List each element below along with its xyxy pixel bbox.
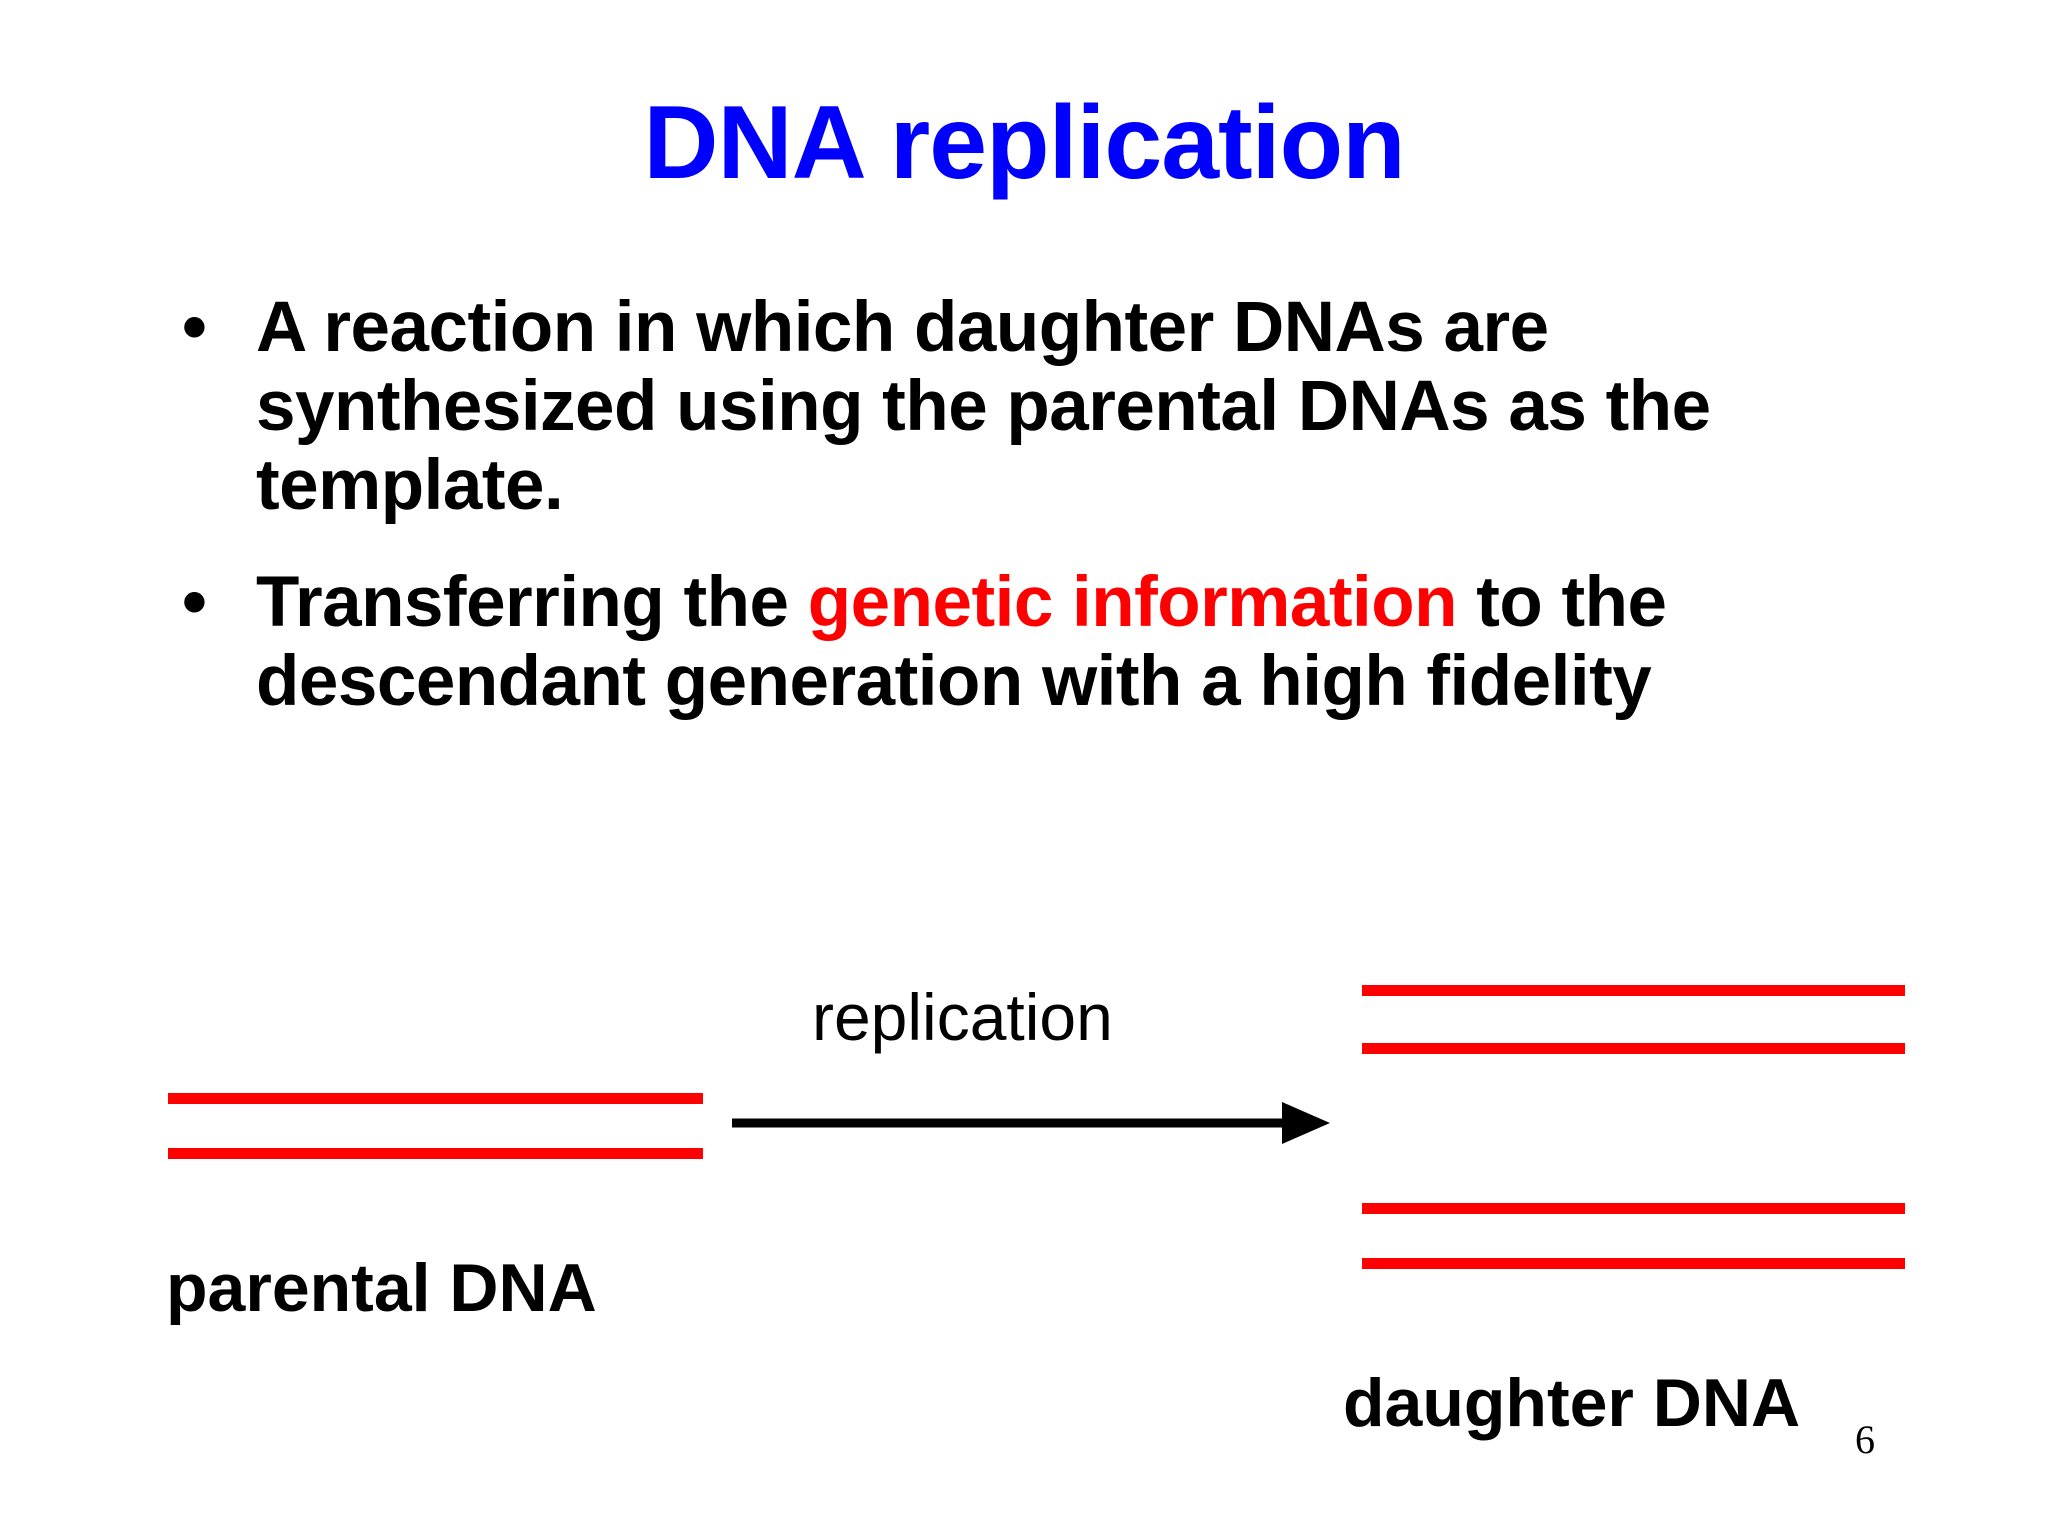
daughter-dna-2-strand-bottom: [1362, 1258, 1905, 1269]
bullet-text-2-part-1: Transferring the: [256, 563, 808, 642]
daughter-dna-1-strand-bottom: [1362, 1043, 1905, 1054]
slide-number: 6: [1855, 1417, 1875, 1462]
daughter-dna-label: daughter DNA: [1343, 1365, 1801, 1441]
bullet-list: • A reaction in which daughter DNAs are …: [168, 288, 1908, 759]
bullet-marker-icon: •: [182, 288, 207, 367]
bullet-marker-icon: •: [182, 563, 207, 642]
bullet-text-1: A reaction in which daughter DNAs are sy…: [256, 288, 1711, 525]
bullet-item-1: • A reaction in which daughter DNAs are …: [168, 288, 1908, 525]
bullet-text-2-part-2: to the descendant generation with a high…: [256, 563, 1667, 721]
daughter-dna-2-strand-top: [1362, 1203, 1905, 1214]
replication-arrow-label: replication: [812, 980, 1113, 1054]
parental-dna-label: parental DNA: [166, 1250, 597, 1326]
bullet-item-2: • Transferring the genetic information t…: [168, 563, 1908, 721]
daughter-dna-1-strand-top: [1362, 985, 1905, 996]
page-title: DNA replication: [643, 85, 1405, 201]
parental-dna-strand-top: [168, 1093, 703, 1104]
parental-dna-strand-bottom: [168, 1148, 703, 1159]
replication-arrow-icon: [732, 1102, 1330, 1144]
bullet-text-2-highlight: genetic information: [807, 563, 1458, 642]
